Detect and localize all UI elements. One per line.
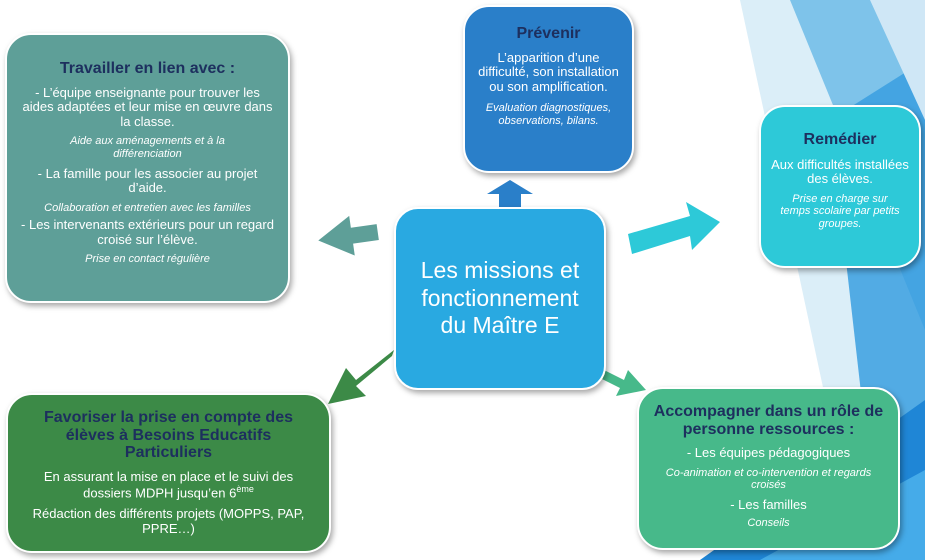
arrow-to-travailler bbox=[318, 215, 379, 256]
favoriser-text1: En assurant la mise en place et le suivi… bbox=[18, 468, 319, 501]
travailler-item3: - Les intervenants extérieurs pour un re… bbox=[21, 217, 274, 247]
arrow-to-accompagner bbox=[596, 368, 646, 396]
favoriser-text1-main: En assurant la mise en place et le suivi… bbox=[43, 468, 294, 501]
travailler-item1: - L’équipe enseignante pour trouver les … bbox=[22, 84, 273, 129]
favoriser-text2: Rédaction des différents projets (MOPPS,… bbox=[32, 506, 305, 536]
favoriser-box: Favoriser la prise en compte des élèves … bbox=[6, 393, 331, 553]
remedier-box: Remédier Aux difficultés installées des … bbox=[759, 105, 921, 268]
favoriser-title: Favoriser la prise en compte des élèves … bbox=[44, 409, 293, 462]
accompagner-title: Accompagner dans un rôle de personne res… bbox=[653, 403, 884, 438]
accompagner-item2: - Les familles bbox=[730, 497, 807, 513]
accompagner-box: Accompagner dans un rôle de personne res… bbox=[637, 387, 900, 550]
arrow-to-remedier bbox=[628, 202, 720, 254]
travailler-item2: - La famille pour les associer au projet… bbox=[37, 165, 258, 196]
arrow-to-favoriser bbox=[328, 350, 394, 404]
favoriser-text1-sup: ème bbox=[236, 484, 254, 495]
prevenir-note: Evaluation diagnostiques, observations, … bbox=[485, 102, 612, 127]
center-box: Les missions et fonctionnement du Maître… bbox=[394, 207, 606, 390]
prevenir-text: L’apparition d’une difficulté, son insta… bbox=[478, 49, 619, 94]
travailler-note3: Prise en contact régulière bbox=[85, 253, 210, 266]
travailler-note1: Aide aux aménagements et à la différenci… bbox=[70, 135, 225, 160]
travailler-note2: Collaboration et entretien avec les fami… bbox=[44, 201, 251, 214]
accompagner-note2: Conseils bbox=[747, 516, 790, 529]
prevenir-title: Prévenir bbox=[516, 25, 581, 42]
accompagner-note1: Co-animation et co-intervention et regar… bbox=[665, 466, 872, 492]
travailler-title: Travailler en lien avec : bbox=[59, 60, 236, 77]
remedier-text: Aux difficultés installées des élèves. bbox=[771, 156, 909, 187]
remedier-note: Prise en charge sur temps scolaire par p… bbox=[780, 192, 900, 230]
remedier-title: Remédier bbox=[803, 131, 877, 148]
arrow-to-prevenir bbox=[487, 180, 533, 210]
prevenir-box: Prévenir L’apparition d’une difficulté, … bbox=[463, 5, 634, 173]
travailler-box: Travailler en lien avec : - L’équipe ens… bbox=[5, 33, 290, 303]
accompagner-item1: - Les équipes pédagogiques bbox=[686, 445, 851, 461]
center-title: Les missions et fonctionnement du Maître… bbox=[420, 257, 580, 339]
